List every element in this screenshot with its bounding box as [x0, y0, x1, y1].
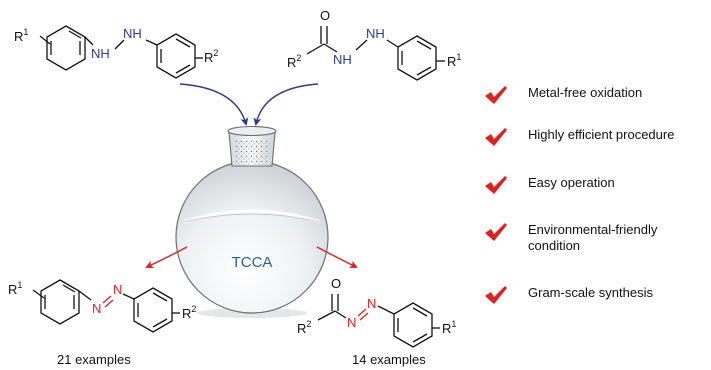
azo-nitrogen-label: N: [347, 315, 356, 330]
feature-list: Metal-free oxidation Highly efficient pr…: [484, 0, 711, 370]
reactant-hydrazide: O R2 NH NH R1: [287, 8, 461, 81]
substituent-r2: R2: [182, 304, 196, 321]
nh-label: NH: [333, 52, 352, 67]
feature-item: Easy operation: [484, 175, 615, 195]
oxygen-label: O: [331, 276, 341, 291]
benzene-ring: [46, 25, 86, 71]
curved-arrow-icon: [179, 83, 249, 126]
azo-nitrogen-label: N: [113, 282, 122, 297]
feature-item: Environmental-friendly condition: [484, 222, 657, 254]
substituent-r1: R1: [442, 319, 456, 336]
reactant-hydrazobenzene: R1 NH NH R2: [14, 25, 218, 79]
check-mark-icon: [485, 128, 507, 146]
check-mark-icon: [485, 86, 507, 104]
curved-arrow-icon: [316, 246, 358, 268]
substituent-r2: R2: [297, 319, 311, 336]
substituent-r2: R2: [287, 53, 301, 70]
flask-reagent-label: TCCA: [232, 254, 273, 271]
substituent-r1: R1: [14, 27, 28, 44]
nh-label: NH: [366, 26, 385, 41]
nh-label: NH: [91, 46, 110, 61]
check-mark-icon: [485, 223, 507, 241]
bonds: [306, 26, 445, 62]
benzene-ring: [393, 302, 433, 348]
benzene-ring: [397, 35, 437, 81]
feature-item: Metal-free oxidation: [484, 85, 642, 105]
feature-label: Easy operation: [528, 175, 615, 190]
feature-label: Highly efficient procedure: [528, 127, 675, 142]
azo-nitrogen-label: N: [367, 296, 376, 311]
feature-item: Highly efficient procedure: [484, 127, 674, 147]
substituent-r2: R2: [204, 48, 218, 65]
curved-arrow-icon: [253, 83, 319, 126]
check-mark-icon: [485, 176, 507, 194]
round-bottom-flask-icon: [175, 125, 329, 318]
example-count: 21 examples: [57, 352, 131, 367]
bonds: [39, 35, 203, 59]
product-acyl-azo: O R2 N N R1 14 examples: [297, 276, 456, 367]
azo-nitrogen-label: N: [92, 301, 101, 316]
benzene-ring: [133, 287, 173, 333]
example-count: 14 examples: [352, 352, 426, 367]
bonds: [317, 294, 440, 329]
nh-label: NH: [123, 26, 142, 41]
feature-label: Metal-free oxidation: [528, 85, 643, 100]
bonds: [32, 289, 180, 314]
benzene-ring: [40, 279, 80, 325]
benzene-ring: [156, 33, 196, 79]
feature-label: Gram-scale synthesis: [528, 285, 653, 300]
oxygen-label: O: [320, 8, 330, 23]
substituent-r1: R1: [447, 52, 461, 69]
curved-arrow-icon: [145, 246, 188, 269]
substituent-r1: R1: [8, 280, 22, 297]
check-mark-icon: [485, 286, 507, 304]
product-azobenzene: R1 N N R2 21 examples: [8, 279, 196, 367]
feature-label: Environmental-friendly condition: [528, 222, 658, 253]
feature-item: Gram-scale synthesis: [484, 285, 653, 305]
